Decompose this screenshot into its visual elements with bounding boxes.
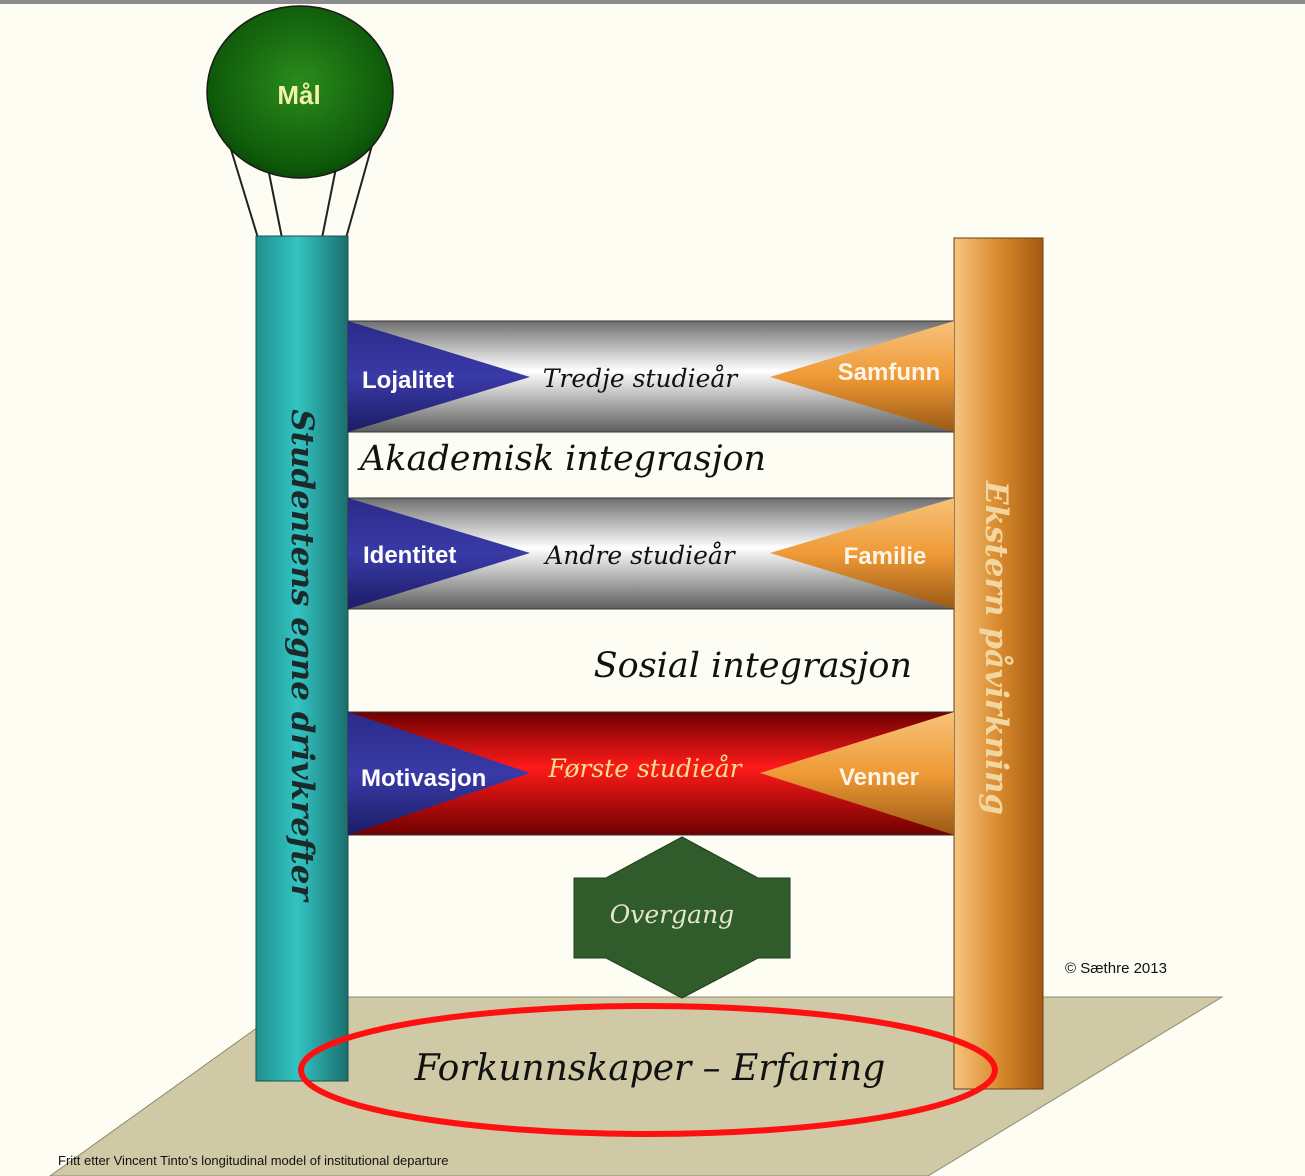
tier-third-left-label: Lojalitet — [362, 367, 454, 394]
tier-first-right-label: Venner — [839, 764, 919, 791]
foundation-highlight-ellipse — [298, 1003, 998, 1137]
tier-second-left-label: Identitet — [363, 542, 456, 569]
academic-integration-label: Akademisk integrasjon — [357, 439, 766, 479]
transition-arrow — [573, 836, 791, 999]
tier-first-year: Motivasjon Første studieår Venner — [347, 711, 955, 836]
copyright-text: © Sæthre 2013 — [1065, 960, 1167, 977]
tier-second-right-label: Familie — [844, 543, 927, 570]
tier-first-left-wedge — [348, 712, 530, 835]
footnote-text: Fritt etter Vincent Tinto’s longitudinal… — [58, 1153, 448, 1168]
tier-first-center-label: Første studieår — [547, 754, 743, 783]
tier-second-center-label: Andre studieår — [543, 541, 737, 570]
tier-third-right-wedge — [770, 321, 954, 432]
tier-second-year: Identitet Andre studieår Familie — [347, 497, 955, 610]
foundation-label: Forkunnskaper – Erfaring — [414, 1048, 886, 1089]
tier-third-year: Lojalitet Tredje studieår Samfunn — [347, 320, 955, 433]
tier-first-left-label: Motivasjon — [361, 765, 486, 792]
tier-third-center-label: Tredje studieår — [543, 364, 740, 393]
right-pillar-label: Ekstern påvirkning — [978, 480, 1015, 815]
top-divider — [0, 0, 1305, 4]
social-integration-label: Sosial integrasjon — [594, 646, 912, 686]
right-pillar — [953, 237, 1044, 1090]
tier-second-right-wedge — [770, 498, 954, 609]
left-pillar-label: Studentens egne drivkrefter — [284, 409, 320, 903]
tier-third-right-label: Samfunn — [838, 359, 941, 386]
left-pillar — [255, 235, 349, 1082]
transition-label: Overgang — [610, 900, 734, 929]
goal-balloon — [206, 5, 394, 179]
tier-third-left-wedge — [348, 321, 530, 432]
tier-second-left-wedge — [348, 498, 530, 609]
tier-first-right-wedge — [760, 712, 954, 835]
goal-label: Mål — [277, 80, 320, 110]
